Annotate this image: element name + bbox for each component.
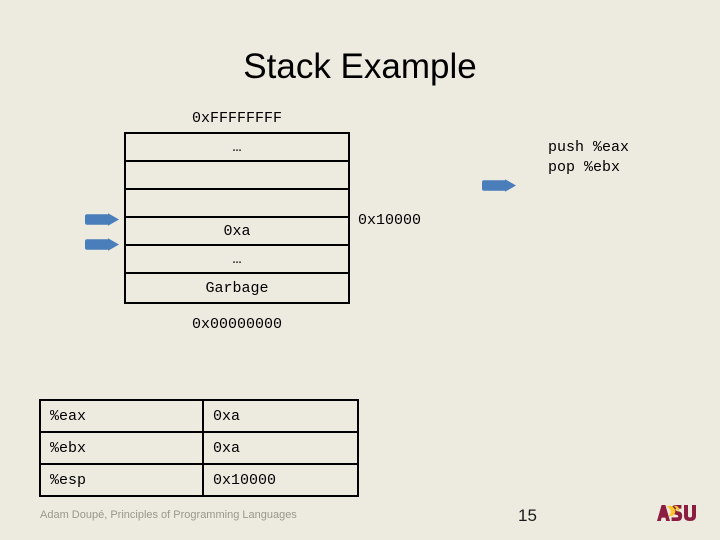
stack-cell: 0xa xyxy=(126,218,348,246)
stack-diagram: … 0xa … Garbage xyxy=(124,132,350,304)
stack-cell xyxy=(126,190,348,218)
table-row: %eax 0xa xyxy=(39,399,359,433)
register-table: %eax 0xa %ebx 0xa %esp 0x10000 xyxy=(39,399,359,497)
page-title: Stack Example xyxy=(243,47,477,86)
instruction-block: push %eax pop %ebx xyxy=(548,138,629,178)
table-row: %ebx 0xa xyxy=(39,431,359,465)
register-value: 0x10000 xyxy=(202,463,359,497)
stack-top-address-label: 0xFFFFFFFF xyxy=(191,110,282,127)
register-name: %eax xyxy=(39,399,204,433)
register-name: %ebx xyxy=(39,431,204,465)
stack-cell: … xyxy=(126,134,348,162)
arrow-right-icon xyxy=(84,213,120,226)
instruction-pop: pop %ebx xyxy=(548,159,621,176)
register-value: 0xa xyxy=(202,399,359,433)
page-number: 15 xyxy=(518,506,537,525)
register-value: 0xa xyxy=(202,431,359,465)
stack-cell xyxy=(126,162,348,190)
stack-cell: Garbage xyxy=(205,279,269,297)
footer-credit: Adam Doupé, Principles of Programming La… xyxy=(40,509,297,521)
stack-mid-address-label: 0x10000 xyxy=(358,212,422,229)
table-row: %esp 0x10000 xyxy=(39,463,359,497)
arrow-right-icon xyxy=(481,179,517,192)
asu-logo-icon xyxy=(655,503,699,523)
register-name: %esp xyxy=(39,463,204,497)
arrow-right-icon xyxy=(84,238,120,251)
instruction-push: push %eax xyxy=(548,139,630,156)
stack-cell: … xyxy=(126,246,348,274)
stack-bottom-address-label: 0x00000000 xyxy=(191,316,282,333)
